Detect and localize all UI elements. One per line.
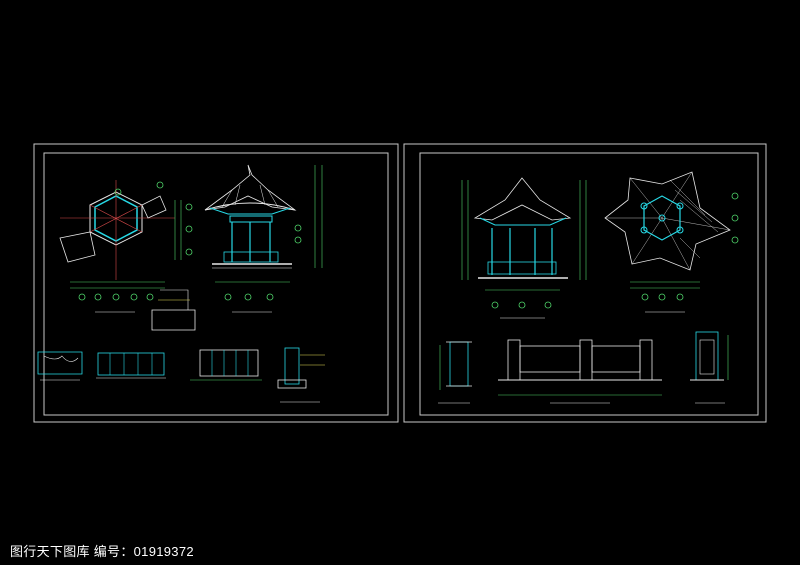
- column-detail: [438, 341, 472, 404]
- pavilion-section: [461, 177, 587, 319]
- detail-plan: [151, 289, 196, 331]
- railing-elevation-b: [96, 352, 166, 379]
- watermark-bar: 图行天下图库 编号：01919372: [0, 532, 800, 565]
- column-section: [277, 347, 325, 403]
- roof-plan: [604, 171, 739, 313]
- pavilion-elevation: [204, 164, 323, 313]
- railing-elevation-a: [37, 351, 83, 381]
- railing-section: [690, 331, 729, 404]
- watermark-text: 图行天下图库 编号：01919372: [10, 541, 194, 560]
- hexagon-plan: [59, 180, 193, 313]
- watermark-site-name: 图行天下图库: [10, 544, 90, 559]
- sheet-right: [403, 143, 767, 423]
- sheet-left: [33, 143, 399, 423]
- railing-elevation-c: [190, 349, 262, 381]
- watermark-id: 编号：01919372: [93, 544, 194, 559]
- railing-elevation-long: [498, 339, 662, 404]
